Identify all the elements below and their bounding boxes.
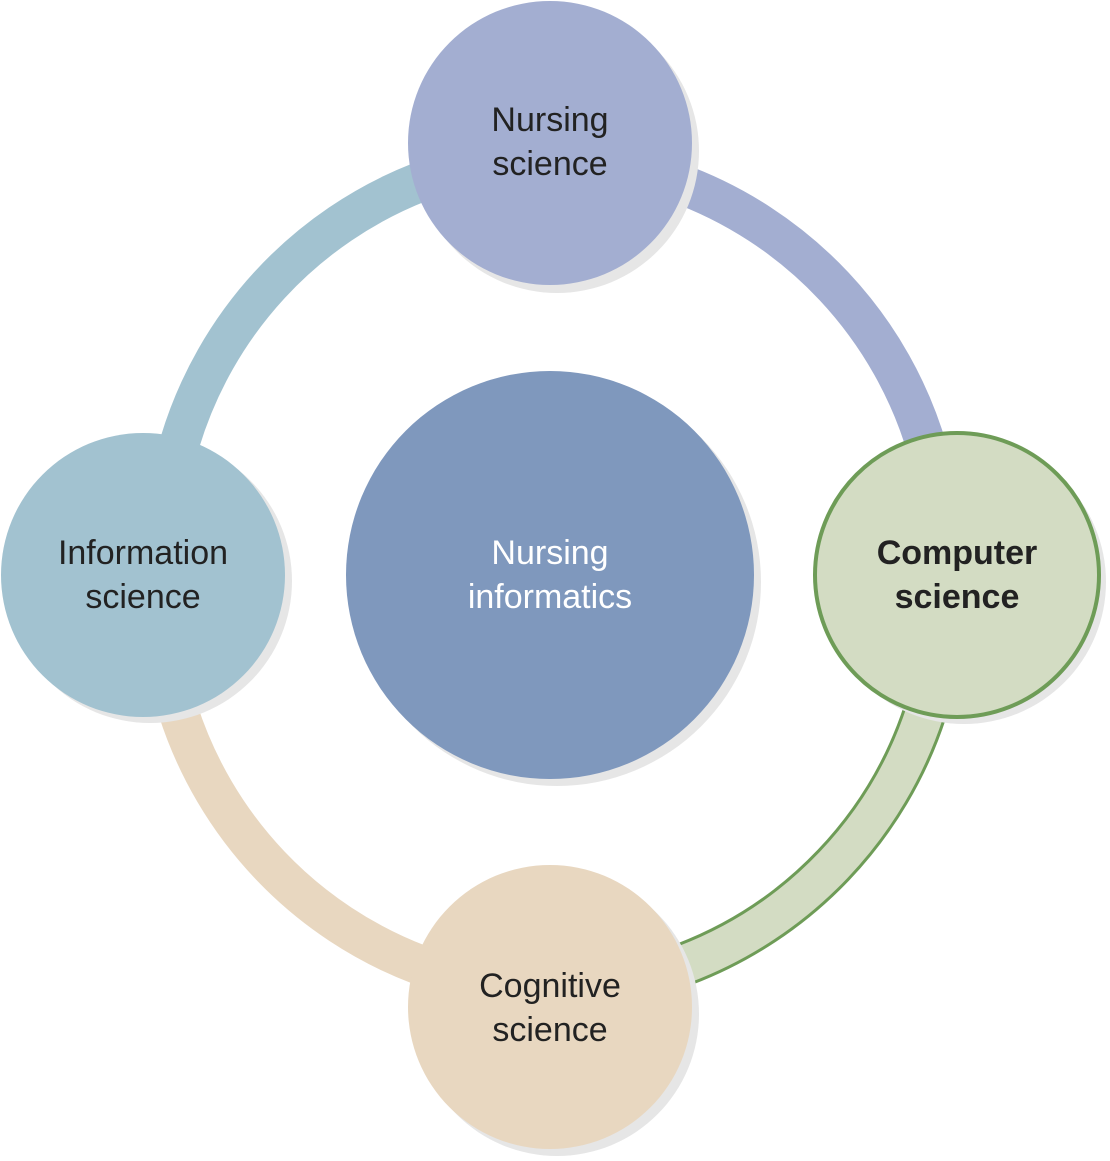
cognitive-science-label-line2: science [492,1011,607,1049]
ring-segment-information-to-cognitive [158,703,428,984]
ring-segment-information-to-nursing [160,163,428,448]
nursing-science-label-line1: Nursing [491,101,608,139]
node-nursing-informatics: Nursing informatics [346,371,754,779]
ring-segment-nursing-to-computer [668,163,948,458]
nursing-science-label-line2: science [492,145,607,183]
ring-segments [158,163,948,985]
ring-segment-computer-to-cognitive-outline [677,705,946,985]
computer-science-label-line1: Computer [877,534,1038,572]
cognitive-science-circle [408,865,692,1149]
node-information-science: Information science [1,433,285,717]
node-cognitive-science: Cognitive science [408,865,692,1149]
information-science-label-line1: Information [58,534,228,572]
nursing-informatics-label-line1: Nursing [491,534,608,572]
nursing-informatics-label-line2: informatics [468,578,632,616]
ring-segment-computer-to-cognitive [678,706,944,982]
cognitive-science-label-line1: Cognitive [479,967,621,1005]
node-nursing-science: Nursing science [408,1,692,285]
information-science-label-line2: science [85,578,200,616]
nursing-informatics-circle [346,371,754,779]
computer-science-circle [813,431,1101,719]
computer-science-label-line2: science [895,578,1020,616]
node-computer-science: Computer science [813,431,1101,719]
information-science-circle [1,433,285,717]
nursing-science-circle [408,1,692,285]
